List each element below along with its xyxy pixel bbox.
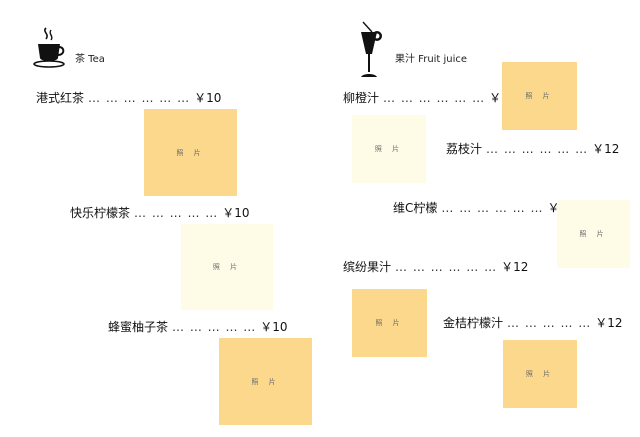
photo-placeholder: 照 片 — [503, 340, 577, 408]
juice-glass-icon — [353, 20, 385, 80]
menu-item-vitamin-c-lemon: 维C柠檬… … … … … …￥10 — [393, 199, 575, 216]
item-price: ￥10 — [194, 91, 222, 105]
photo-placeholder: 照 片 — [144, 109, 237, 196]
item-name: 荔枝汁 — [446, 142, 483, 156]
item-name: 港式红茶 — [36, 91, 85, 105]
menu-item-orange-juice: 柳橙汁… … … … … …￥10 — [343, 89, 516, 106]
item-dots: … … … … … … — [441, 201, 544, 215]
item-price: ￥12 — [595, 316, 623, 330]
menu-item-honey-citron-tea: 蜂蜜柚子茶… … … … …￥10 — [108, 318, 288, 335]
photo-placeholder: 照 片 — [557, 200, 630, 268]
juice-section-title: 果汁 Fruit juice — [395, 54, 468, 65]
photo-placeholder: 照 片 — [352, 115, 426, 183]
item-name: 蜂蜜柚子茶 — [108, 320, 169, 334]
menu-item-lychee-juice: 荔枝汁… … … … … …￥12 — [446, 140, 619, 157]
menu-item-happy-lemon-tea: 快乐柠檬茶… … … … …￥10 — [70, 204, 250, 221]
item-name: 柳橙汁 — [343, 91, 380, 105]
tea-cup-icon — [32, 26, 66, 72]
item-dots: … … … … … … — [88, 91, 191, 105]
item-name: 金桔柠檬汁 — [443, 316, 504, 330]
photo-placeholder: 照 片 — [352, 289, 427, 357]
menu-item-mixed-juice: 缤纷果汁… … … … … …￥12 — [343, 258, 528, 275]
photo-placeholder: 照 片 — [219, 338, 312, 425]
item-name: 快乐柠檬茶 — [70, 206, 131, 220]
item-dots: … … … … … … — [383, 91, 486, 105]
item-price: ￥12 — [501, 260, 529, 274]
item-name: 维C柠檬 — [393, 201, 438, 215]
photo-placeholder: 照 片 — [502, 62, 577, 130]
item-dots: … … … … … … — [486, 142, 589, 156]
item-price: ￥10 — [222, 206, 250, 220]
item-dots: … … … … … — [172, 320, 257, 334]
tea-section-title: 茶 Tea — [75, 54, 105, 65]
item-name: 缤纷果汁 — [343, 260, 392, 274]
item-price: ￥12 — [592, 142, 620, 156]
menu-item-hk-black-tea: 港式红茶… … … … … …￥10 — [36, 89, 221, 106]
item-price: ￥10 — [260, 320, 288, 334]
photo-placeholder: 照 片 — [181, 224, 273, 310]
item-dots: … … … … … … — [395, 260, 498, 274]
menu-item-kumquat-lemon-juice: 金桔柠檬汁… … … … …￥12 — [443, 314, 623, 331]
item-dots: … … … … … — [134, 206, 219, 220]
item-dots: … … … … … — [507, 316, 592, 330]
